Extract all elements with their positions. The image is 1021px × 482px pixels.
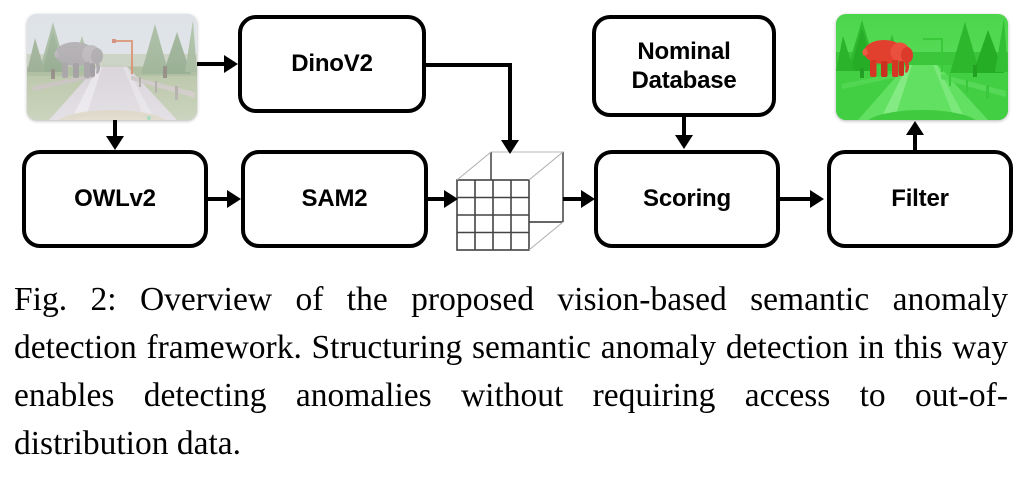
- node-scoring[interactable]: Scoring: [594, 150, 780, 248]
- edge-scoring-to-filter: [780, 197, 813, 201]
- node-scoring-label: Scoring: [643, 185, 731, 213]
- edge-input-to-dinov2: [197, 62, 227, 66]
- anomaly-elephant-highlight: [862, 40, 913, 77]
- edge-database-to-scoring: [682, 117, 686, 139]
- feature-cube-graphic: [455, 150, 565, 252]
- edge-sam2-to-cube: [428, 197, 448, 201]
- edge-filter-to-output: [913, 132, 917, 152]
- edge-input-to-owlv2: [113, 120, 117, 140]
- output-image-thumbnail: [836, 14, 1008, 120]
- arrowhead-scoring-to-filter: [810, 190, 824, 208]
- node-filter-label: Filter: [891, 185, 949, 213]
- arrowhead-cube-to-scoring: [581, 190, 595, 208]
- figure-diagram: DinoV2 Nominal Database OWLv2 SAM2 Scori…: [22, 14, 1013, 255]
- node-owlv2-label: OWLv2: [74, 185, 156, 213]
- edge-owlv2-to-sam2: [208, 197, 230, 201]
- arrowhead-input-to-owlv2: [106, 136, 124, 150]
- node-sam2[interactable]: SAM2: [241, 150, 428, 248]
- input-scene-illustration: [27, 14, 197, 120]
- arrowhead-sam2-to-cube: [444, 190, 458, 208]
- node-owlv2[interactable]: OWLv2: [22, 150, 208, 248]
- output-scene-illustration: [836, 14, 1008, 120]
- edge-cube-to-scoring: [563, 197, 586, 201]
- arrowhead-filter-to-output: [906, 121, 924, 135]
- feature-cube: [455, 150, 565, 255]
- arrowhead-input-to-dinov2: [224, 55, 238, 73]
- arrowhead-database-to-scoring: [675, 135, 693, 149]
- node-nominal-database[interactable]: Nominal Database: [592, 15, 776, 117]
- arrowhead-owlv2-to-sam2: [227, 190, 241, 208]
- figure-caption: Fig. 2: Overview of the proposed vision-…: [14, 281, 1008, 462]
- edge-dinov2-to-cube-horizontal: [426, 63, 512, 67]
- arrowhead-dinov2-to-cube: [501, 140, 519, 154]
- node-dinov2-label: DinoV2: [291, 50, 373, 78]
- node-filter[interactable]: Filter: [827, 150, 1013, 248]
- node-nominal-database-label: Nominal Database: [631, 37, 737, 94]
- input-image-thumbnail: [27, 14, 197, 120]
- node-sam2-label: SAM2: [301, 185, 368, 213]
- edge-dinov2-to-cube-vertical: [508, 63, 512, 145]
- node-dinov2[interactable]: DinoV2: [238, 15, 426, 113]
